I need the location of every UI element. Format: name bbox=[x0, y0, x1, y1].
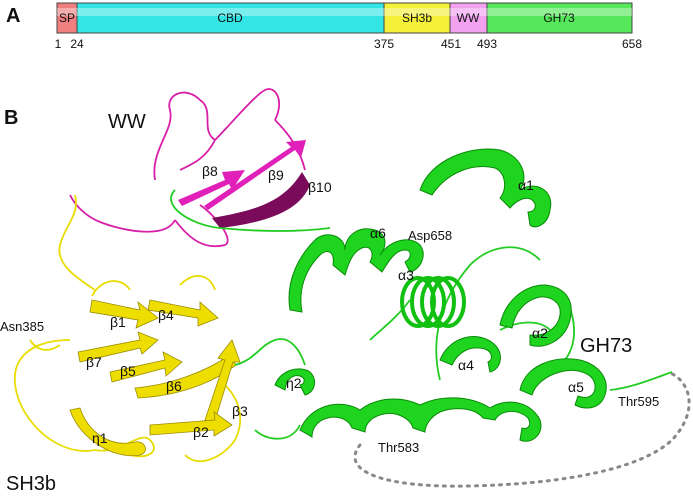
strand-b8 bbox=[178, 170, 245, 206]
segment-label-ww: WW bbox=[457, 11, 480, 25]
label-b8: β8 bbox=[202, 163, 218, 179]
strand-b10 bbox=[212, 172, 310, 228]
domain-label-ww: WW bbox=[108, 111, 146, 133]
label-b1: β1 bbox=[110, 314, 126, 330]
label-b7: β7 bbox=[86, 354, 102, 370]
segment-gh73 bbox=[486, 2, 633, 34]
helix-a5 bbox=[519, 358, 607, 409]
strand-n1 bbox=[69, 407, 146, 457]
position-451: 451 bbox=[441, 37, 461, 51]
gh73-loops bbox=[170, 189, 673, 440]
label-a2: α2 bbox=[532, 325, 548, 341]
residue-asp658: Asp658 bbox=[408, 228, 452, 243]
label-a3: α3 bbox=[398, 267, 414, 283]
segment-label-cbd: CBD bbox=[217, 11, 243, 25]
domain-map: SP CBD SH3b WW GH73 1 24 375 451 493 658 bbox=[55, 2, 642, 51]
label-b5: β5 bbox=[120, 363, 136, 379]
panel-b-label: B bbox=[4, 107, 18, 129]
helix-a4 bbox=[439, 336, 501, 373]
segment-label-sp: SP bbox=[59, 11, 75, 25]
domain-label-sh3b: SH3b bbox=[6, 473, 56, 495]
position-1: 1 bbox=[55, 37, 62, 51]
position-493: 493 bbox=[477, 37, 497, 51]
label-n2: η2 bbox=[286, 375, 302, 391]
position-375: 375 bbox=[374, 37, 394, 51]
residue-asn385: Asn385 bbox=[0, 319, 44, 334]
residue-thr583: Thr583 bbox=[378, 440, 419, 455]
label-b9: β9 bbox=[268, 167, 284, 183]
segment-sh3b bbox=[383, 2, 451, 34]
segment-ww bbox=[449, 2, 488, 34]
label-a1: α1 bbox=[518, 177, 534, 193]
label-b6: β6 bbox=[166, 378, 182, 394]
ww-strands bbox=[178, 140, 310, 228]
label-b2: β2 bbox=[193, 424, 209, 440]
sh3b-strands bbox=[69, 299, 241, 457]
residue-thr595: Thr595 bbox=[618, 394, 659, 409]
disordered-loop bbox=[353, 370, 691, 488]
position-24: 24 bbox=[70, 37, 84, 51]
label-n1: η1 bbox=[92, 430, 108, 446]
label-a4: α4 bbox=[458, 357, 474, 373]
strand-b7 bbox=[77, 331, 159, 363]
panel-a-label: A bbox=[6, 5, 20, 27]
helix-a6 bbox=[288, 228, 424, 313]
strand-b1 bbox=[89, 299, 159, 329]
label-b4: β4 bbox=[158, 307, 174, 323]
gh73-helices bbox=[274, 148, 607, 442]
helix-bottom bbox=[299, 397, 542, 442]
strand-b5 bbox=[109, 351, 183, 383]
helix-a3 bbox=[400, 276, 466, 328]
domain-label-gh73: GH73 bbox=[580, 335, 632, 357]
strand-b4 bbox=[147, 299, 219, 327]
segment-label-gh73: GH73 bbox=[543, 11, 575, 25]
label-a5: α5 bbox=[568, 379, 584, 395]
segment-cbd bbox=[76, 2, 385, 34]
helix-a2 bbox=[499, 284, 572, 347]
strand-b2 bbox=[149, 411, 233, 437]
position-658: 658 bbox=[622, 37, 642, 51]
helix-n2 bbox=[274, 368, 316, 396]
strand-b9 bbox=[204, 140, 306, 210]
label-a6: α6 bbox=[370, 225, 386, 241]
label-b3: β3 bbox=[232, 403, 248, 419]
helix-a1 bbox=[419, 148, 552, 228]
segment-label-sh3b: SH3b bbox=[402, 11, 432, 25]
label-b10: β10 bbox=[308, 179, 332, 195]
strand-b3 bbox=[204, 339, 241, 425]
